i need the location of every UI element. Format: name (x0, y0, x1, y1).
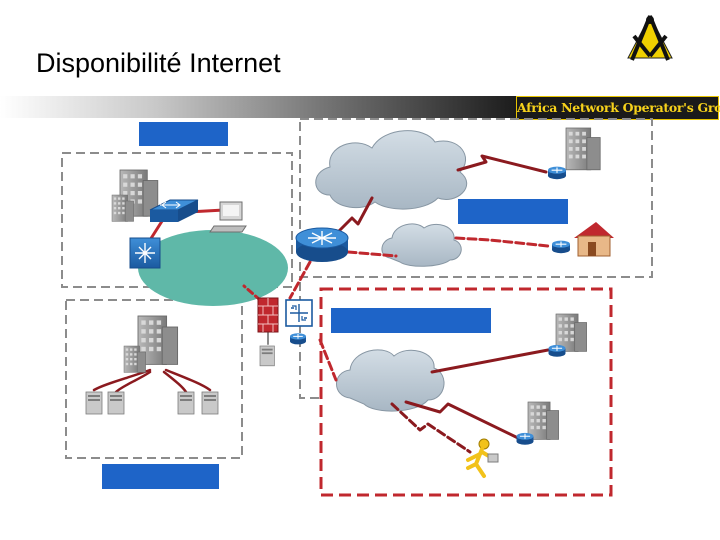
remote-site-b-router-icon (515, 432, 535, 446)
isp-cloud-small (381, 223, 462, 267)
organization-banner: Africa Network Operator's Group (516, 96, 720, 120)
branch-building-icon (565, 127, 601, 171)
link-building-server-3 (162, 370, 188, 394)
zone-dmz-border (299, 282, 320, 399)
link-firewall-lan (242, 284, 262, 302)
link-router-internet (326, 196, 374, 244)
label-box-top-left (139, 122, 228, 146)
vpn-cloud (336, 349, 445, 412)
dmz-switch-icon (285, 299, 313, 327)
link-router-isp (346, 250, 398, 258)
label-box-dmz (331, 308, 491, 333)
link-vpn-site-b (404, 400, 520, 440)
link-vpn-site-a (430, 348, 550, 374)
workgroup-switch-icon (149, 199, 199, 222)
link-router-firewall (288, 260, 312, 300)
zone-remote-access (319, 287, 613, 497)
internet-cloud-large (315, 130, 468, 210)
zone-left-bottom (65, 299, 243, 459)
dmz-router-icon (289, 332, 307, 345)
zone-internet (299, 118, 653, 278)
dmz-server-icon (259, 345, 275, 367)
campus-lan-ellipse (138, 230, 288, 306)
label-box-bottom-left (102, 464, 219, 489)
remote-site-b-building-icon (527, 401, 560, 440)
remote-site-a-router-icon (547, 344, 567, 358)
multilayer-switch-icon (129, 237, 161, 269)
slide-title: Disponibilité Internet (36, 48, 281, 78)
campus-building-icon (123, 315, 179, 373)
campus-server-icon (85, 391, 219, 415)
link-building-server-2 (114, 370, 152, 394)
link-isp-home (454, 236, 550, 248)
masonic-logo-icon (627, 14, 673, 61)
home-router-icon (551, 240, 571, 254)
firewall-icon (257, 297, 279, 333)
label-box-internet (458, 199, 568, 224)
edge-router-icon (295, 227, 349, 262)
branch-router-icon (547, 166, 567, 180)
home-office-icon (574, 222, 614, 257)
link-internet-branch (456, 154, 548, 174)
link-router-vpn (318, 338, 338, 382)
workstation-icon (209, 201, 247, 233)
title-bar (0, 96, 520, 118)
mobile-user-icon (466, 438, 499, 478)
link-building-server-4 (164, 368, 212, 392)
link-vpn-mobile (390, 402, 472, 454)
